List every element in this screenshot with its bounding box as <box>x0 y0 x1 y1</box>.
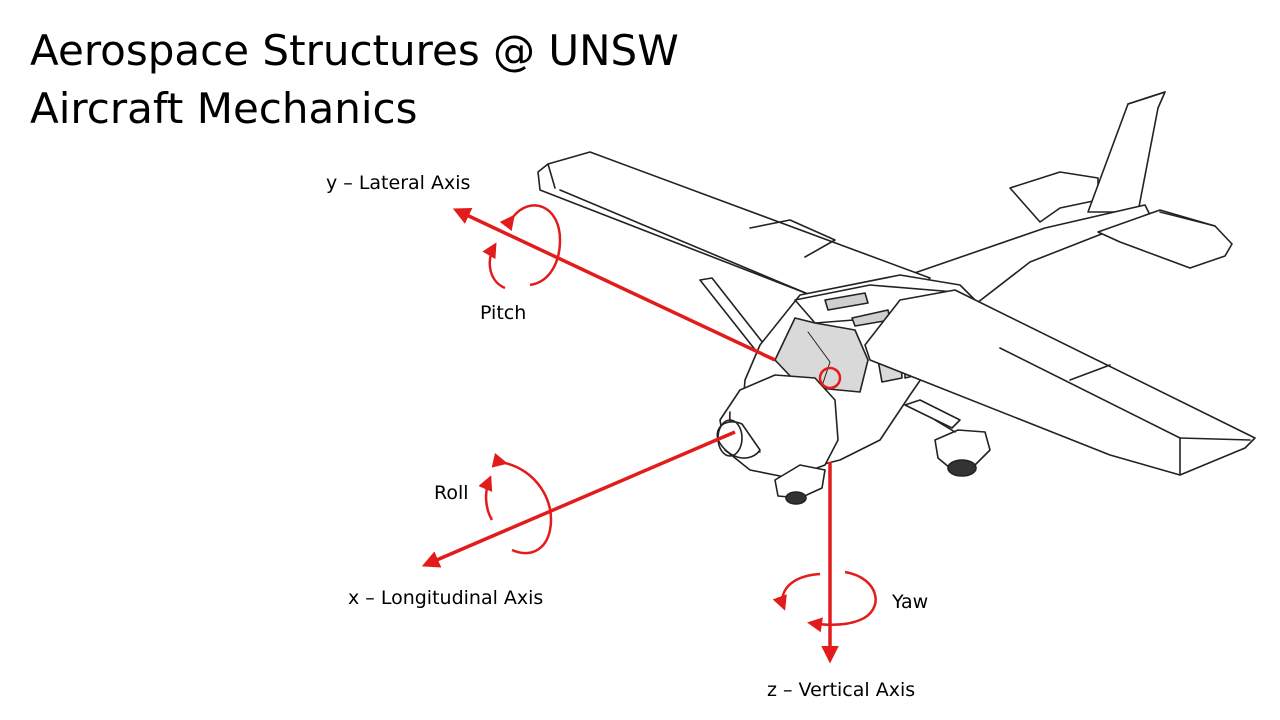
center-of-gravity-circle <box>818 366 842 390</box>
horizontal-stabilizer-left <box>1009 171 1099 223</box>
main-gear-fairing <box>934 429 991 469</box>
right-wing <box>864 289 1256 476</box>
longitudinal-axis-line <box>421 430 736 568</box>
pitch-rotation-arrow-lower <box>482 242 506 290</box>
slide-title-line1: Aerospace Structures @ UNSW <box>30 26 679 75</box>
pitch-label: Pitch <box>480 302 527 324</box>
rotation-arrows <box>478 204 877 633</box>
aircraft-illustration <box>537 91 1256 505</box>
roll-rotation-arrow-lower <box>478 475 494 521</box>
yaw-rotation-arrow-right <box>807 570 877 633</box>
slide-title-line2: Aircraft Mechanics <box>30 84 418 133</box>
horizontal-stabilizer-right <box>1097 209 1233 269</box>
vertical-tail <box>1087 91 1166 213</box>
roll-rotation-arrow-upper <box>491 452 553 555</box>
yaw-rotation-arrow-left <box>772 572 821 611</box>
pitch-rotation-arrow-upper <box>499 204 562 287</box>
vertical-axis-label: z – Vertical Axis <box>767 679 916 701</box>
longitudinal-axis-label: x – Longitudinal Axis <box>348 587 544 609</box>
axis-lines <box>421 208 839 664</box>
roll-label: Roll <box>434 482 469 504</box>
yaw-label: Yaw <box>892 591 929 613</box>
lateral-axis-line <box>452 208 776 362</box>
wing-strut-right <box>904 399 961 429</box>
nose-gear <box>774 464 826 499</box>
lateral-axis-label: y – Lateral Axis <box>326 172 471 194</box>
